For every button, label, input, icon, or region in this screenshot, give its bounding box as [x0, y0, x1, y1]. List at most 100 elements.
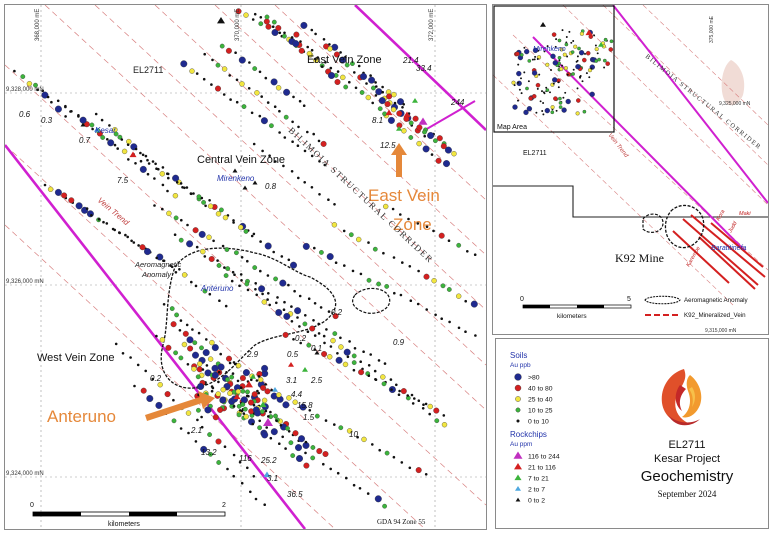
soil-sample-point: [64, 115, 67, 118]
soil-sample-point: [139, 165, 147, 173]
soil-sample-point: [232, 453, 236, 457]
kesar-project-logo: [661, 369, 702, 426]
soil-sample-point: [511, 80, 516, 85]
rockchip-sample-point: [242, 185, 248, 190]
soil-sample-point: [442, 414, 446, 417]
soil-sample-point: [333, 203, 336, 206]
soil-sample-point: [292, 338, 295, 341]
soil-sample-point: [291, 140, 294, 143]
value-label: 3.1: [286, 376, 297, 385]
soil-sample-point: [247, 87, 251, 90]
soil-sample-point: [354, 86, 358, 90]
soil-sample-point: [246, 466, 249, 470]
soil-sample-point: [220, 387, 226, 393]
soil-sample-point: [362, 350, 365, 354]
soil-sample-point: [390, 106, 397, 113]
soil-sample-point: [434, 418, 440, 424]
soil-sample-point: [253, 12, 257, 16]
soil-sample-point: [561, 64, 564, 67]
soil-sample-point: [215, 211, 222, 217]
soil-sample-point: [254, 497, 258, 501]
soil-sample-point: [137, 244, 140, 247]
anteruno-callout-arrow: [145, 391, 215, 421]
rockchip-sample-point: [288, 362, 294, 367]
soil-sample-point: [251, 18, 255, 21]
soil-sample-point: [539, 100, 542, 103]
value-label: 0.2: [150, 374, 162, 383]
soil-sample-point: [260, 117, 268, 125]
soil-sample-point: [517, 99, 519, 102]
soil-sample-point: [200, 248, 206, 255]
soil-legend-range: 40 to 80: [528, 386, 553, 393]
soil-sample-point: [195, 374, 201, 380]
soil-sample-point: [518, 88, 521, 91]
soil-sample-point: [235, 388, 241, 395]
soil-sample-point: [322, 334, 326, 338]
soil-sample-point: [327, 46, 333, 52]
soil-sample-point: [159, 337, 166, 343]
soil-sample-point: [252, 232, 256, 236]
soil-sample-point: [151, 160, 155, 163]
soil-sample-point: [375, 88, 383, 96]
soil-sample-point: [161, 207, 164, 211]
title-project: Kesar Project: [654, 453, 720, 465]
soil-sample-point: [91, 127, 94, 131]
rockchip-sample-point: [403, 111, 411, 118]
soil-sample-point: [117, 134, 123, 140]
soil-sample-point: [197, 383, 205, 390]
soil-sample-point: [102, 220, 105, 224]
soil-legend-symbol: [515, 407, 521, 413]
soil-sample-point: [291, 120, 294, 124]
soil-sample-point: [139, 159, 143, 163]
soil-sample-point: [181, 186, 184, 189]
soil-sample-point: [290, 320, 294, 323]
soil-sample-point: [393, 291, 396, 295]
soil-sample-point: [527, 59, 532, 63]
soil-sample-point: [330, 337, 336, 344]
soil-sample-point: [415, 467, 422, 474]
soil-sample-point: [557, 38, 562, 43]
rockchip-sample-point: [263, 418, 273, 426]
soil-sample-point: [422, 145, 430, 153]
soil-sample-point: [304, 440, 308, 444]
soil-sample-point: [374, 495, 382, 503]
soil-sample-point: [54, 105, 62, 113]
inset-legend: Aeromagnetic Anomaly K92_Mineralized_Vei…: [644, 295, 749, 319]
soil-sample-point: [50, 100, 53, 104]
soil-sample-point: [105, 222, 109, 225]
soil-sample-point: [227, 390, 233, 396]
relief-shading: [721, 60, 745, 106]
soil-sample-point: [146, 172, 150, 176]
soil-sample-point: [192, 192, 195, 195]
soil-sample-point: [296, 316, 299, 319]
soil-sample-point: [603, 37, 608, 42]
value-label: 0.9: [393, 338, 405, 347]
soil-sample-point: [356, 236, 362, 243]
soil-sample-point: [228, 74, 231, 77]
soil-sample-point: [538, 73, 541, 76]
soil-sample-point: [113, 131, 119, 137]
soil-sample-point: [144, 154, 148, 158]
soil-sample-point: [251, 422, 255, 426]
soil-sample-point: [208, 256, 215, 262]
value-label: 1.5: [303, 413, 315, 422]
soil-sample-point: [431, 278, 437, 284]
soil-sample-point: [208, 292, 212, 296]
soil-sample-point: [271, 29, 279, 36]
soil-sample-point: [302, 104, 306, 107]
rockchip-sample-point: [272, 387, 278, 392]
soil-sample-point: [155, 401, 163, 409]
value-label: 0.7: [79, 136, 91, 145]
value-label: 12.5: [380, 141, 396, 150]
soil-sample-point: [147, 162, 151, 165]
soil-sample-point: [541, 110, 544, 112]
soil-sample-point: [267, 292, 270, 295]
soil-sample-point: [316, 448, 323, 455]
soil-sample-point: [546, 45, 549, 48]
soil-sample-point: [384, 284, 390, 289]
soil-sample-point: [333, 423, 336, 426]
soil-sample-point: [338, 344, 344, 350]
soil-sample-point: [338, 425, 344, 431]
soil-legend-symbol: [516, 419, 520, 423]
soil-sample-point: [551, 32, 557, 37]
